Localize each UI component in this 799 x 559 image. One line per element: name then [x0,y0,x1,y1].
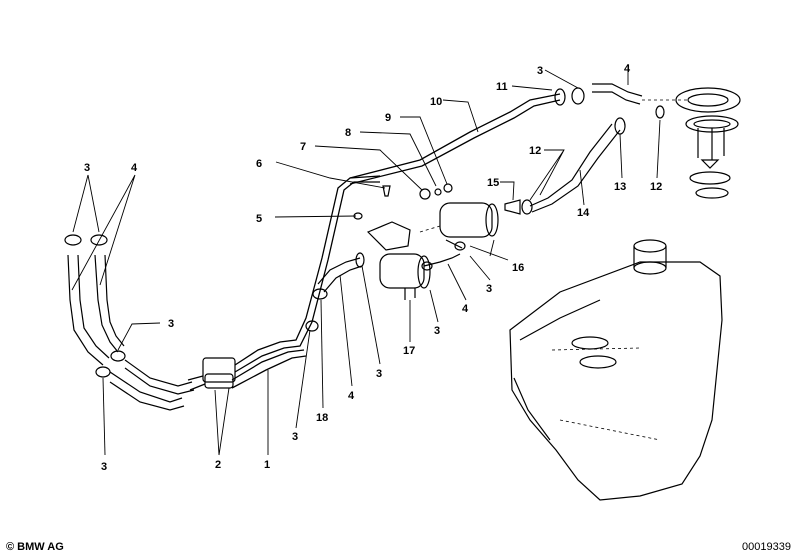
clamp-left-1 [64,234,82,246]
callout-9: 9 [385,112,391,124]
callout-4-b: 4 [348,390,355,402]
tank-sender-unit [675,87,741,199]
callouts: 3 4 3 3 2 1 3 18 4 3 17 3 4 3 16 6 5 7 8… [84,63,662,473]
upper-pipe [349,87,585,185]
clamp-13 [614,117,626,135]
callout-13: 13 [614,181,626,193]
clamp-left-4 [110,350,126,362]
hose-top [592,83,690,105]
hose-18 [305,252,365,332]
callout-4-c: 4 [462,303,469,315]
callout-3-g: 3 [486,283,492,295]
callout-4-d: 4 [624,63,631,75]
tank-opening-1 [571,336,609,350]
callout-8: 8 [345,127,351,139]
callout-16: 16 [512,262,524,274]
callout-3-e: 3 [376,368,382,380]
clamp-left-3 [95,366,111,378]
nozzle-15 [504,199,521,215]
callout-4-a: 4 [131,162,138,174]
callout-18: 18 [316,412,328,424]
callout-3-b: 3 [168,318,174,330]
connector-block [187,357,236,391]
callout-11: 11 [496,81,508,93]
callout-12-b: 12 [650,181,662,193]
callout-12-a: 12 [529,145,541,157]
callout-1: 1 [264,459,270,471]
leader-lines [71,64,661,456]
callout-3-a: 3 [84,162,90,174]
callout-10: 10 [430,96,442,108]
fuel-pump [366,221,461,300]
callout-5: 5 [256,213,262,225]
fuel-tank [509,239,723,501]
clamp-12-left [521,199,533,215]
tank-opening-2 [579,355,617,369]
callout-15: 15 [487,177,499,189]
callout-3-f: 3 [434,325,440,337]
callout-7: 7 [300,141,306,153]
callout-6: 6 [256,158,262,170]
clamp-12-right [655,105,665,119]
left-hose-assembly [64,234,195,411]
callout-14: 14 [577,207,590,219]
clamp-18 [312,288,328,300]
clamp-left-2 [90,234,108,246]
callout-2: 2 [215,459,221,471]
copyright-notice: © BMW AG [6,541,64,553]
fuel-filter [419,202,499,251]
small-fittings [353,183,453,220]
callout-3-h: 3 [537,65,543,77]
diagram-number: 00019339 [742,541,791,553]
pump-bracket [366,221,411,251]
callout-17: 17 [403,345,415,357]
callout-3-c: 3 [101,461,107,473]
clamp-upper [571,87,585,105]
callout-3-d: 3 [292,431,298,443]
hose-14 [504,105,665,215]
